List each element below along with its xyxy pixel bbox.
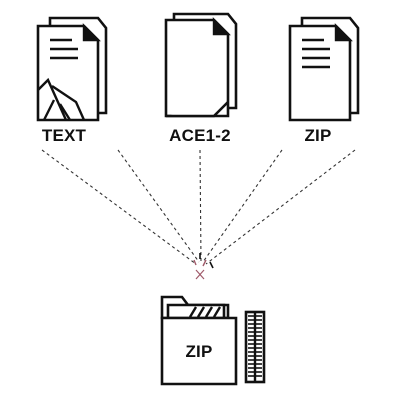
ray-text-outer bbox=[41, 149, 197, 265]
source-label-zip: ZIP bbox=[304, 126, 331, 145]
text-document-icon bbox=[36, 16, 108, 122]
source-label-ace: ACE1-2 bbox=[169, 126, 231, 145]
target-label-zip: ZIP bbox=[185, 342, 212, 361]
convergence-spark-icon bbox=[193, 253, 214, 280]
source-zip: ZIP bbox=[288, 16, 360, 145]
source-ace: ACE1-2 bbox=[164, 12, 238, 145]
source-label-text: TEXT bbox=[42, 126, 87, 145]
text-document-icon bbox=[288, 16, 360, 122]
ray-ace-center bbox=[199, 149, 202, 263]
blank-document-stack-icon bbox=[164, 12, 238, 118]
zip-archive-folder-icon bbox=[160, 295, 238, 386]
target-zip: ZIP bbox=[160, 295, 266, 386]
zipper-icon bbox=[244, 310, 266, 384]
ray-zip-outer bbox=[205, 149, 356, 265]
ray-zip-inner bbox=[202, 149, 283, 263]
ray-text-inner bbox=[117, 149, 200, 263]
source-text: TEXT bbox=[36, 16, 108, 145]
converging-rays bbox=[41, 149, 356, 265]
